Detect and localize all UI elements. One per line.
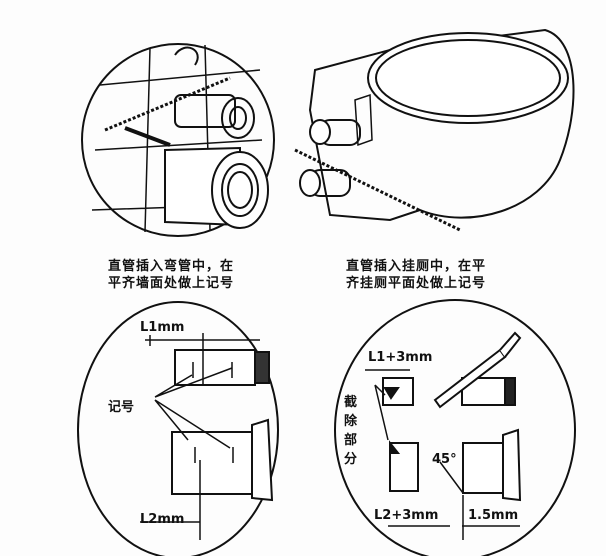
step2-illustration: [294, 28, 575, 232]
label-l1: L1mm: [140, 320, 185, 335]
cut-char: 除: [344, 414, 358, 429]
label-offset: 1.5mm: [468, 508, 519, 523]
step1-caption-line2: 平齐墙面处做上记号: [108, 276, 235, 291]
step2-caption: 直管插入挂厕中，在平 齐挂厕平面处做上记号: [346, 258, 486, 292]
step1-caption-line1: 直管插入弯管中，在: [108, 259, 235, 274]
label-l1-plus-3mm: L1+3mm: [368, 350, 433, 365]
label-angle: 45°: [432, 452, 457, 467]
label-cut-part: 截 除 部 分: [344, 393, 358, 469]
label-l2: L2mm: [140, 512, 185, 527]
cut-char: 截: [344, 395, 358, 410]
step2-caption-line2: 齐挂厕平面处做上记号: [346, 276, 487, 291]
cut-char: 分: [344, 452, 358, 467]
cut-char: 部: [344, 433, 358, 448]
step2-caption-line1: 直管插入挂厕中，在平: [346, 259, 487, 274]
step1-caption: 直管插入弯管中，在 平齐墙面处做上记号: [108, 258, 234, 292]
step3-illustration: [77, 301, 279, 556]
label-mark: 记号: [108, 400, 135, 415]
step4-illustration: [334, 299, 576, 556]
label-l2-plus-3mm: L2+3mm: [374, 508, 439, 523]
step1-illustration: [81, 43, 275, 237]
